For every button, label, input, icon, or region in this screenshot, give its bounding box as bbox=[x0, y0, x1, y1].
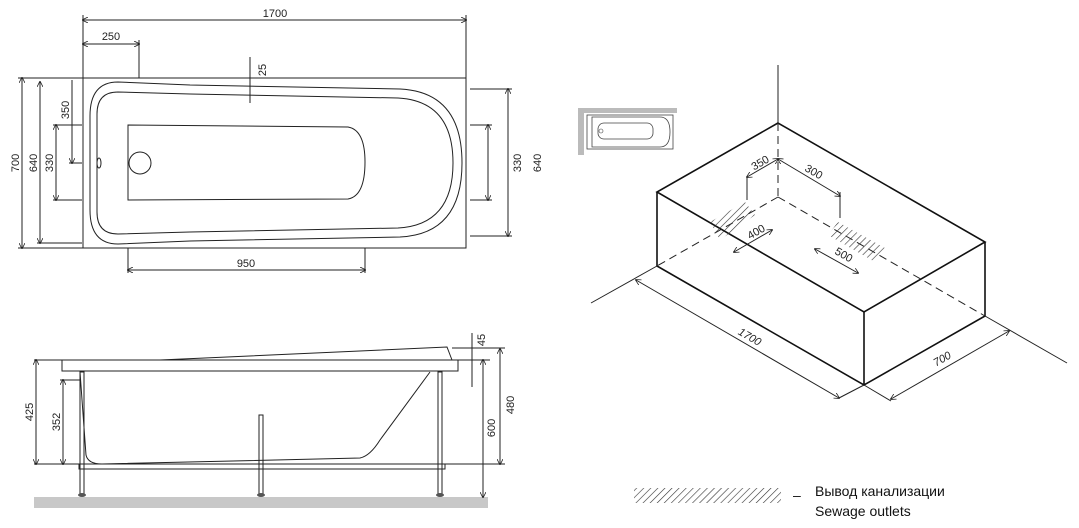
outlet-hatch-b bbox=[828, 222, 885, 262]
outlet-hatch-a bbox=[710, 202, 755, 240]
dim-inner-width-left: 640 bbox=[28, 154, 40, 172]
side-view: 425 352 600 480 45 bbox=[24, 333, 517, 508]
drain-icon bbox=[128, 151, 152, 175]
dim-overflow-offset: 250 bbox=[102, 31, 120, 43]
legend: – Вывод канализации Sewage outlets bbox=[634, 483, 945, 519]
dim-leg-span-right: 330 bbox=[512, 154, 524, 172]
dim-length: 1700 bbox=[263, 8, 287, 20]
floor bbox=[34, 497, 488, 508]
dim-leg-span-left: 330 bbox=[44, 154, 56, 172]
dim-depth: 425 bbox=[24, 403, 36, 421]
dim-iso-width: 700 bbox=[932, 349, 955, 369]
top-view: 1700 250 25 700 640 330 350 330 640 950 bbox=[10, 8, 544, 273]
tub-outline bbox=[82, 77, 467, 249]
dim-rim-height: 480 bbox=[505, 396, 517, 414]
frame-bar bbox=[78, 463, 446, 470]
dim-bottom-span: 950 bbox=[237, 258, 255, 270]
tub-rim-side bbox=[61, 359, 459, 372]
legend-label-ru: Вывод канализации bbox=[815, 483, 945, 499]
dim-outlet-b: 500 bbox=[833, 246, 855, 266]
tub-slope bbox=[159, 346, 453, 361]
legend-dash: – bbox=[793, 487, 801, 503]
dim-rim-offset: 25 bbox=[257, 64, 269, 76]
box-top bbox=[655, 122, 987, 313]
dim-width: 700 bbox=[10, 154, 22, 172]
tub-bottom bbox=[127, 124, 366, 201]
placement-thumbnail bbox=[578, 108, 677, 155]
dim-offset-b: 300 bbox=[803, 163, 825, 183]
legend-hatch-swatch bbox=[634, 488, 781, 503]
overflow-icon bbox=[96, 157, 102, 169]
dim-overflow-height: 350 bbox=[60, 101, 72, 119]
dim-offset-a: 350 bbox=[750, 154, 772, 174]
tub-bowl bbox=[96, 91, 454, 235]
dim-total-height: 600 bbox=[486, 419, 498, 437]
tub-rim bbox=[89, 81, 463, 245]
legs bbox=[78, 371, 444, 497]
dim-rim-thickness: 45 bbox=[476, 334, 488, 346]
legend-label-en: Sewage outlets bbox=[815, 503, 911, 519]
dim-outlet-a: 400 bbox=[746, 223, 768, 243]
dim-inner-depth: 352 bbox=[51, 413, 63, 431]
iso-view: 350 300 400 500 1700 700 bbox=[578, 65, 1068, 402]
dim-inner-width-right: 640 bbox=[532, 154, 544, 172]
tub-basin bbox=[79, 371, 431, 465]
